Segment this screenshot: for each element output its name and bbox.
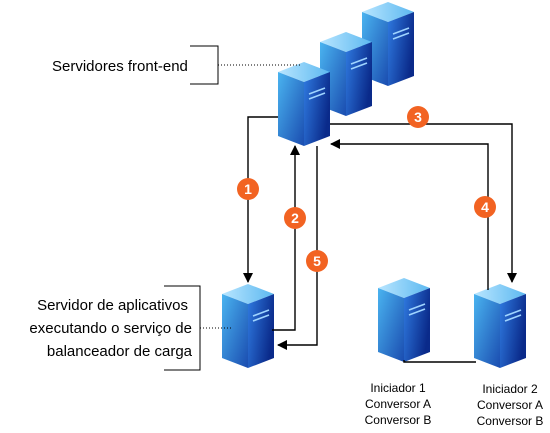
svg-text:2: 2 — [291, 210, 299, 226]
arrow-step-2 — [272, 145, 300, 331]
initiator2-server-icon — [473, 283, 527, 369]
svg-text:5: 5 — [313, 253, 321, 269]
app-server-label-line-3: balanceador de carga — [47, 343, 193, 360]
step-badge-5: 5 — [306, 250, 328, 272]
step-badges: 1 2 3 4 5 — [237, 106, 496, 272]
app-server-icon — [221, 283, 275, 369]
arrow-step-1 — [243, 116, 278, 283]
app-server-label-line-1: Servidor de aplicativos — [37, 297, 188, 314]
arrow-step-3 — [330, 123, 517, 283]
step-badge-1: 1 — [237, 178, 259, 200]
arrow-step-5 — [277, 146, 318, 350]
arrow-step-4 — [330, 139, 489, 290]
initiator2-converter-b: Conversor B — [477, 414, 544, 428]
app-server-label-line-2: executando o serviço de — [29, 320, 192, 337]
initiator2-converter-a: Conversor A — [477, 398, 543, 412]
initiator-link — [403, 360, 476, 363]
initiator1-server-icon — [377, 277, 431, 363]
step-badge-3: 3 — [407, 106, 429, 128]
step-badge-4: 4 — [474, 196, 496, 218]
initiator2-caption: Iniciador 2 Conversor A Conversor B — [477, 382, 544, 428]
initiator1-caption: Iniciador 1 Conversor A Conversor B — [365, 381, 432, 427]
server-icon — [277, 61, 331, 147]
svg-text:1: 1 — [244, 181, 252, 197]
svg-text:3: 3 — [414, 109, 422, 125]
initiator1-converter-a: Conversor A — [365, 397, 431, 411]
svg-text:4: 4 — [481, 199, 489, 215]
initiator2-name: Iniciador 2 — [482, 382, 538, 396]
app-server-callout: Servidor de aplicativos executando o ser… — [29, 285, 232, 371]
initiator1-name: Iniciador 1 — [370, 381, 426, 395]
initiator1-converter-b: Conversor B — [365, 413, 432, 427]
front-end-label: Servidores front-end — [52, 58, 188, 75]
step-badge-2: 2 — [284, 207, 306, 229]
front-end-callout: Servidores front-end — [52, 45, 300, 85]
